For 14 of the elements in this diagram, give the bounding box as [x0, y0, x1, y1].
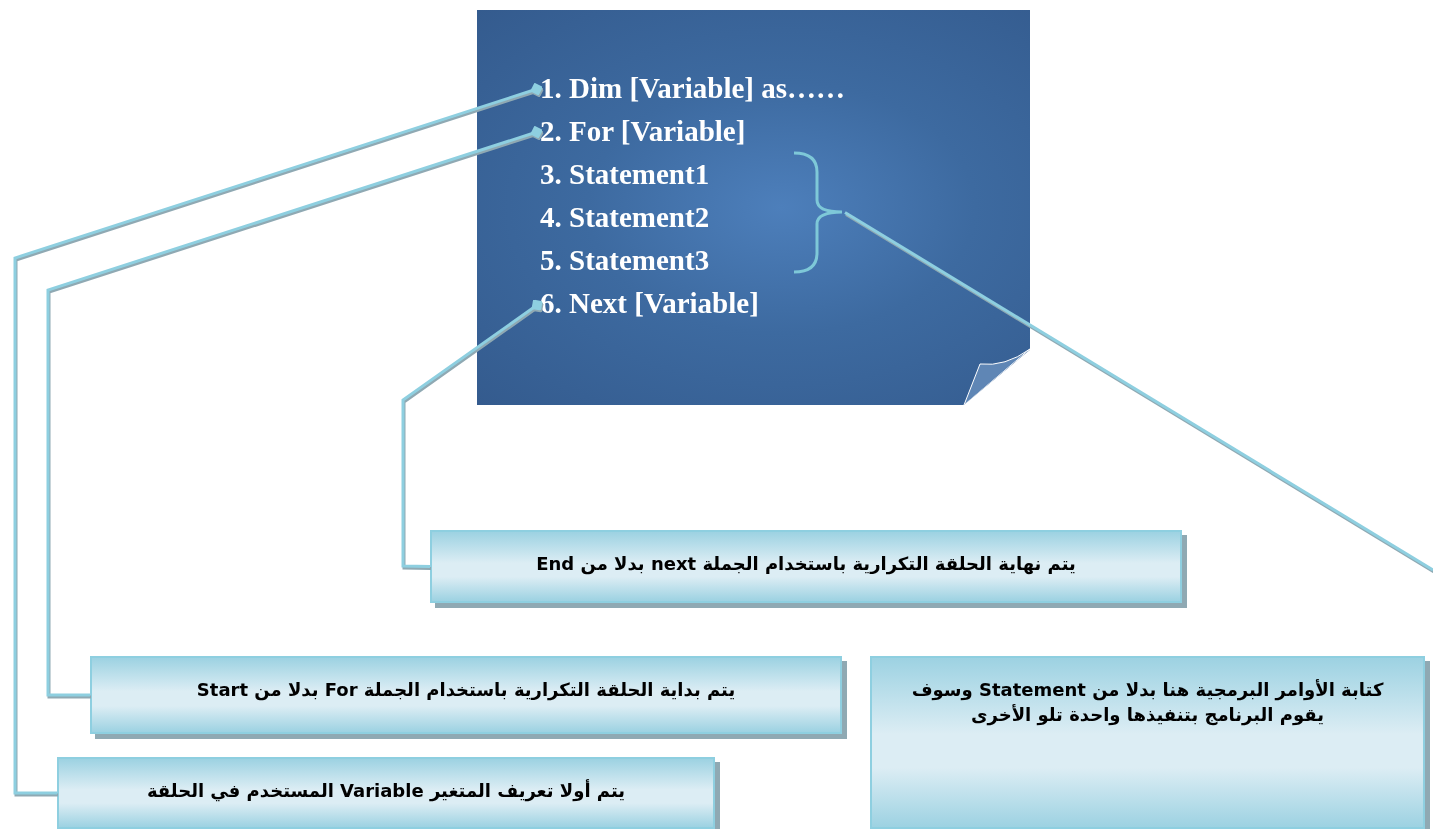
leader-line: [844, 211, 1433, 572]
leader-line: [13, 82, 544, 795]
leader-line: [401, 299, 543, 568]
leader-line: [46, 125, 544, 697]
code-line: 2. For [Variable]: [540, 111, 980, 151]
code-line: 5. Statement3: [540, 240, 980, 280]
code-line: 1. Dim [Variable] as……: [540, 68, 980, 108]
callout-text: يتم بداية الحلقة التكرارية باستخدام الجملة For بدلا من Start: [196, 678, 736, 703]
callout-text: يتم أولا تعريف المتغير Variable المستخدم في الحلقة: [146, 779, 626, 804]
code-line: 4. Statement2: [540, 197, 980, 237]
callout-text: كتابة الأوامر البرمجية هنا بدلا من Statement وسوف يقوم البرنامج بتنفيذها واحدة تلو الأخرى: [910, 678, 1385, 728]
code-line: 3. Statement1: [540, 154, 980, 194]
callout-text: يتم نهاية الحلقة التكرارية باستخدام الجملة next بدلا من End: [536, 552, 1076, 577]
note-card: [477, 10, 1030, 405]
